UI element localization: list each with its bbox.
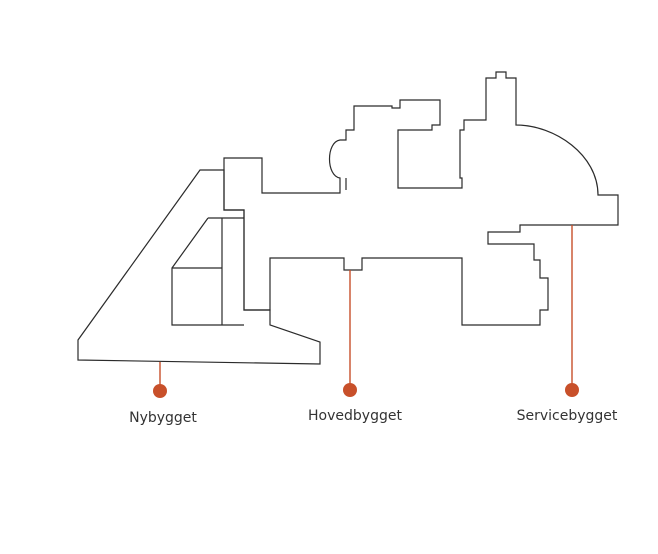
servicebygget-marker xyxy=(565,383,579,397)
nybygget-inner-outline xyxy=(171,217,244,326)
hovedbygget-outline xyxy=(223,71,619,326)
servicebygget-label: Servicebygget xyxy=(516,408,618,424)
nybygget-outline xyxy=(77,169,321,365)
nybygget-label: Nybygget xyxy=(129,410,197,426)
nybygget-marker xyxy=(153,384,167,398)
hovedbygget-marker xyxy=(343,383,357,397)
hovedbygget-label: Hovedbygget xyxy=(308,408,402,424)
